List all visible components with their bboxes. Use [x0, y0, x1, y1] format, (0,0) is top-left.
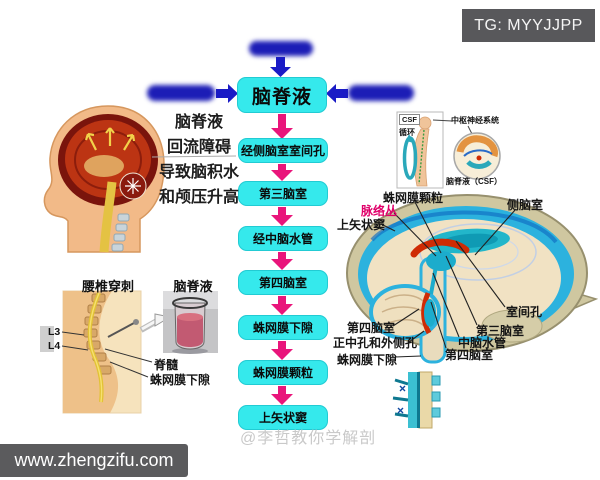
note-line: 回流障碍 — [166, 139, 231, 156]
telegram-badge: TG: MYYJJPP — [462, 9, 595, 42]
censored-label-top — [249, 41, 313, 56]
flow-step-subarachnoid-space: 蛛网膜下隙 — [238, 315, 328, 340]
label-interventricular-foramen: 室间孔 — [506, 305, 543, 319]
label-choroid-plexus: 脉络丛 — [361, 204, 398, 218]
spinal-cord-segment — [392, 371, 441, 429]
author-watermark: @李哲教你学解剖 — [240, 430, 377, 447]
note-line: 脑脊液 — [174, 114, 223, 131]
puncture-needle — [107, 322, 135, 338]
label-fourth-ventricle-left: 第四脑室 — [347, 321, 396, 335]
flow-arrows-magenta — [271, 114, 293, 405]
hydrocephalus-note: 脑脊液 回流障碍 导致脑积水 和颅压升高 — [156, 110, 242, 210]
label-l4: L4 — [48, 340, 61, 352]
flow-node-csf: 脑脊液 — [237, 77, 327, 113]
pressure-arrows — [84, 127, 136, 151]
brain-label-lines — [380, 201, 517, 358]
flow-step-arachnoid-granulations: 蛛网膜颗粒 — [238, 360, 328, 385]
baby-pointer-line — [151, 155, 237, 158]
label-median-lateral-apertures: 正中孔和外侧孔 — [333, 336, 418, 350]
censored-label-left — [147, 85, 215, 101]
label-csf: CSF — [399, 114, 420, 125]
label-arachnoid-granulations: 蛛网膜颗粒 — [383, 191, 444, 205]
label-subarachnoid-space-lumbar: 蛛网膜下隙 — [150, 373, 211, 387]
flow-step-fourth-ventricle: 第四脑室 — [238, 270, 328, 295]
label-lateral-ventricle: 侧脑室 — [507, 198, 544, 212]
edge-gray-box — [40, 326, 54, 352]
lumbar-puncture-illustration — [40, 290, 172, 414]
label-fourth-ventricle: 第四脑室 — [445, 348, 494, 362]
csf-beaker-photo — [163, 291, 218, 354]
flow-step-third-ventricle: 第三脑室 — [238, 181, 328, 206]
sagittal-brain-illustration — [346, 194, 599, 364]
input-arrows-blue — [216, 57, 348, 103]
label-spinal-cord: 脊髓 — [154, 358, 179, 372]
hydrocephalus-baby-illustration — [43, 105, 237, 253]
label-l3: L3 — [48, 326, 61, 338]
lumbar-puncture-title: 腰椎穿刺 — [81, 279, 134, 294]
csf-sample-title: 脑脊液 — [173, 279, 213, 294]
label-third-ventricle: 第三脑室 — [476, 324, 525, 338]
flow-step-cerebral-aqueduct: 经中脑水管 — [238, 226, 328, 251]
label-cns: 中枢神经系统 — [451, 116, 499, 125]
label-subarachnoid-space-brain: 蛛网膜下隙 — [337, 353, 398, 367]
website-badge: www.zhengzifu.com — [0, 444, 188, 477]
label-csf-full: 脑脊液（CSF） — [446, 177, 502, 186]
censored-label-right — [348, 85, 414, 101]
note-line: 导致脑积水 — [158, 164, 239, 181]
label-cerebral-aqueduct: 中脑水管 — [458, 336, 507, 350]
flow-step-superior-sagittal-sinus: 上矢状窦 — [238, 405, 328, 430]
label-superior-sagittal-sinus: 上矢状窦 — [337, 218, 386, 232]
label-cycle: 循环 — [399, 128, 415, 137]
flow-step-interventricular-foramen: 经侧脑室室间孔 — [238, 138, 328, 163]
note-line: 和颅压升高 — [158, 189, 239, 206]
